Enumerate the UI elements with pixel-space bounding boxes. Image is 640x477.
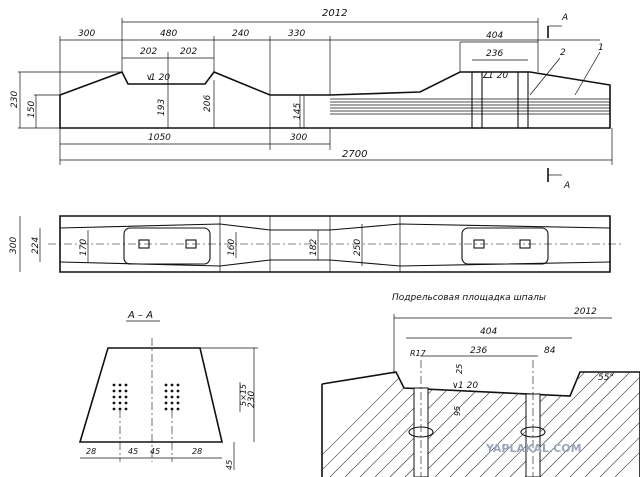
dim-202-b: 202 xyxy=(180,47,197,57)
detail-angle: 55° xyxy=(598,373,614,383)
dim-236-top: 236 xyxy=(486,49,503,59)
sec-dim-45-b: 45 xyxy=(150,447,160,456)
plan-view: 300 224 170 160 182 250 xyxy=(9,215,622,273)
concrete-hatch xyxy=(322,372,640,477)
dim-193: 193 xyxy=(157,99,167,116)
dim-145: 145 xyxy=(293,103,303,120)
svg-text:∠: ∠ xyxy=(482,71,490,81)
strand-pattern-left xyxy=(112,383,128,411)
bolt-left xyxy=(471,71,483,129)
sec-dim-230: 230 xyxy=(247,391,257,408)
rail-seat-left xyxy=(123,227,211,265)
svg-text:A: A xyxy=(561,13,568,23)
slope-right: 1 20 xyxy=(488,71,508,81)
slope-left: 1 20 xyxy=(150,73,170,83)
section-a-a: А – А 28 45 45 28 5×15 230 xyxy=(78,310,258,470)
elevation-view: 2012 300 480 240 330 202 202 404 236 1 2… xyxy=(10,8,613,191)
bolt-holes xyxy=(138,239,531,249)
plan-dim-182: 182 xyxy=(309,239,319,256)
dim-300-top: 300 xyxy=(78,29,95,39)
detail-dim-25: 25 xyxy=(455,364,464,374)
dim-300-mid: 300 xyxy=(290,133,307,143)
rail-seat-detail: Подрельсовая площадка шпалы 2012 404 236… xyxy=(321,293,640,477)
dim-330: 330 xyxy=(288,29,305,39)
dim-2012: 2012 xyxy=(322,8,347,19)
bolt-right xyxy=(517,71,529,129)
plan-dim-250: 250 xyxy=(353,239,363,256)
dim-404-top: 404 xyxy=(486,31,503,41)
reinforcement-strands xyxy=(330,98,610,115)
detail-dim-404: 404 xyxy=(480,327,497,337)
svg-text:A: A xyxy=(563,181,570,191)
plan-dim-160: 160 xyxy=(227,239,237,256)
detail-dim-2012: 2012 xyxy=(574,307,597,317)
plan-dim-224: 224 xyxy=(31,237,41,254)
detail-dim-95: 95 xyxy=(453,406,462,416)
svg-text:∨: ∨ xyxy=(452,381,459,391)
section-title: А – А xyxy=(127,310,153,321)
svg-text:∨: ∨ xyxy=(146,73,153,83)
detail-dim-84: 84 xyxy=(544,346,556,356)
dim-206: 206 xyxy=(203,95,213,112)
sec-dim-5x15: 5×15 xyxy=(239,384,248,406)
detail-title: Подрельсовая площадка шпалы xyxy=(392,293,546,303)
plan-dim-170: 170 xyxy=(79,239,89,256)
detail-r17: R17 xyxy=(410,349,427,358)
plan-dim-300: 300 xyxy=(9,237,19,254)
sec-dim-28-right: 28 xyxy=(192,447,202,456)
callout-2: 2 xyxy=(560,48,566,58)
dim-2700: 2700 xyxy=(342,149,367,160)
sec-dim-28-left: 28 xyxy=(86,447,96,456)
dim-202-a: 202 xyxy=(140,47,157,57)
detail-slope: 1 20 xyxy=(458,381,478,391)
callout-1: 1 xyxy=(598,43,604,53)
dim-1050: 1050 xyxy=(148,133,171,143)
dim-150: 150 xyxy=(27,101,37,118)
dim-230: 230 xyxy=(10,91,20,108)
strand-pattern-right xyxy=(164,383,180,411)
rail-seat-right xyxy=(461,227,549,265)
sec-dim-45-bottom: 45 xyxy=(225,460,234,470)
dim-240: 240 xyxy=(232,29,249,39)
detail-dim-236: 236 xyxy=(470,346,487,356)
sec-dim-45-a: 45 xyxy=(128,447,138,456)
dim-480: 480 xyxy=(160,29,177,39)
watermark: YAPLAKAL.COM xyxy=(485,442,582,455)
